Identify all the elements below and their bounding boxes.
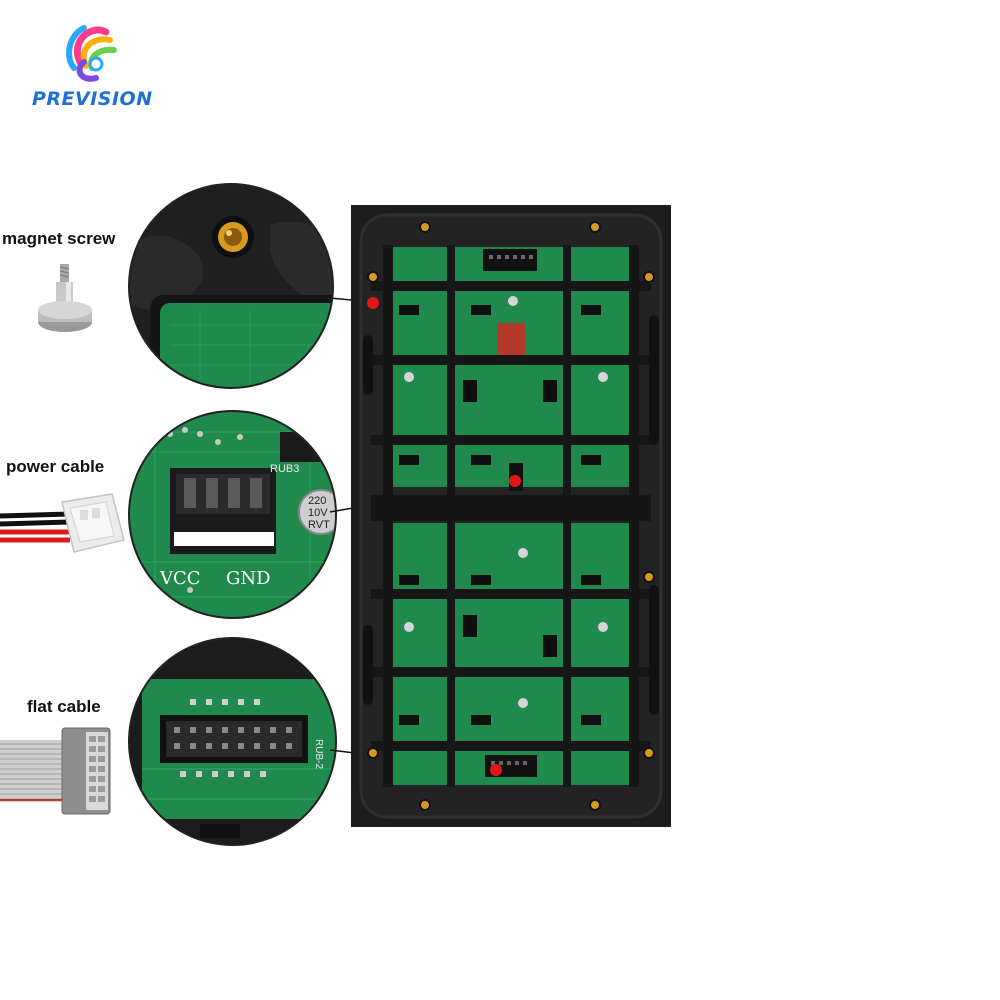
zoom-circle-power-connector: 220 10V RVT RUB3 VCC GND [128, 410, 337, 619]
flat-cable-image [0, 722, 112, 817]
marker-flat [490, 764, 502, 776]
marker-power [509, 475, 521, 487]
capacitor-brand-text: RVT [308, 519, 330, 531]
gnd-label: GND [226, 568, 271, 589]
magnet-screw-image [30, 258, 100, 343]
zoom-circle-flat-connector: RUB-2 [128, 637, 337, 846]
magnet-screw-label: magnet screw [2, 229, 116, 248]
power-cable-image [0, 488, 125, 563]
capacitor-value-text: 220 [308, 495, 326, 507]
brand-name: PREVISION [32, 88, 153, 110]
zoom-circle-screw-hole [128, 183, 334, 389]
vcc-label: VCC [159, 568, 201, 589]
swirl-logo-icon [66, 25, 117, 82]
pcb-silkscreen-rub2: RUB-2 [313, 739, 324, 769]
capacitor-voltage-text: 10V [308, 507, 328, 519]
power-cable-label: power cable [6, 457, 105, 476]
pcb-silkscreen-rub3: RUB3 [270, 463, 299, 475]
led-module-panel [351, 205, 671, 827]
brand-logo [60, 22, 130, 86]
marker-screw [367, 297, 379, 309]
flat-cable-label: flat cable [27, 697, 101, 716]
